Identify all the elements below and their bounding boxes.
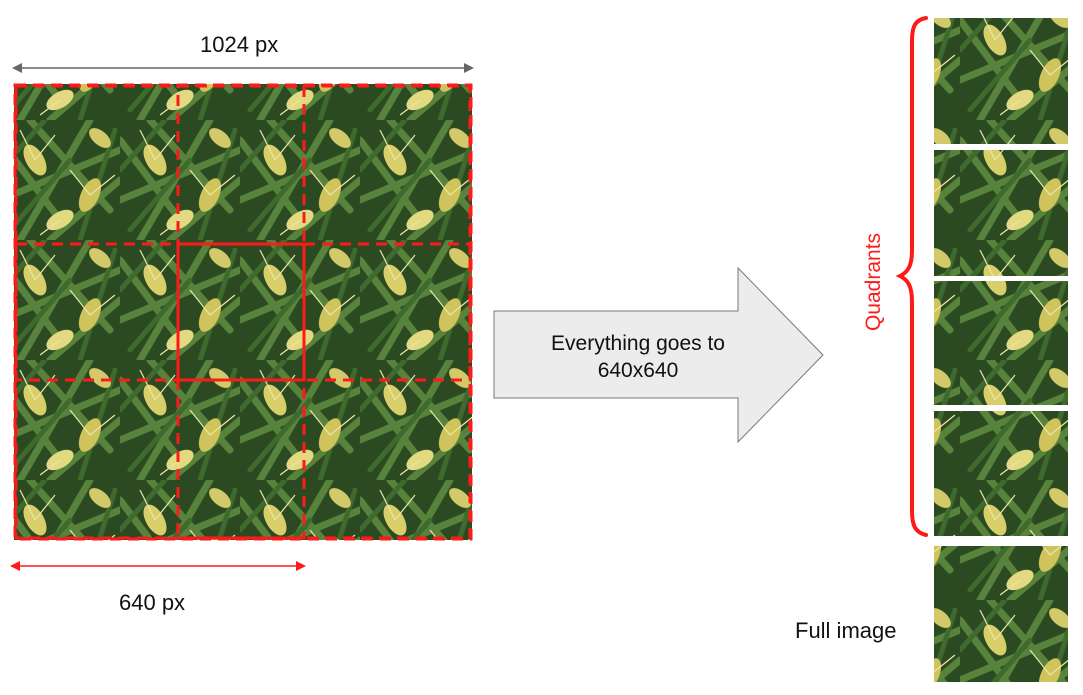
center-tile-outline [176, 242, 306, 382]
quadrants-brace [895, 16, 928, 537]
full-image-thumbnail [934, 546, 1068, 682]
quadrant-thumbnail-2 [934, 150, 1068, 276]
tile-dimension-arrow [10, 561, 306, 571]
resize-caption: Everything goes to 640x640 [500, 330, 776, 384]
quadrant-thumbnail-3 [934, 281, 1068, 405]
resize-caption-line1: Everything goes to [551, 332, 725, 355]
tile-grid [13, 83, 473, 541]
quadrant-thumbnail-1 [934, 18, 1068, 144]
outer-border [13, 83, 473, 541]
width-dimension-arrow [12, 63, 474, 73]
resize-caption-line2: 640x640 [597, 359, 679, 382]
quadrant-thumbnail-4 [934, 411, 1068, 536]
resize-block-arrow [493, 266, 824, 444]
full-image-label: Full image [795, 618, 897, 643]
wheat-field-image [14, 84, 472, 540]
tile-size-label: 640 px [119, 590, 186, 615]
quadrants-label: Quadrants [862, 232, 885, 332]
width-label: 1024 px [200, 32, 279, 57]
